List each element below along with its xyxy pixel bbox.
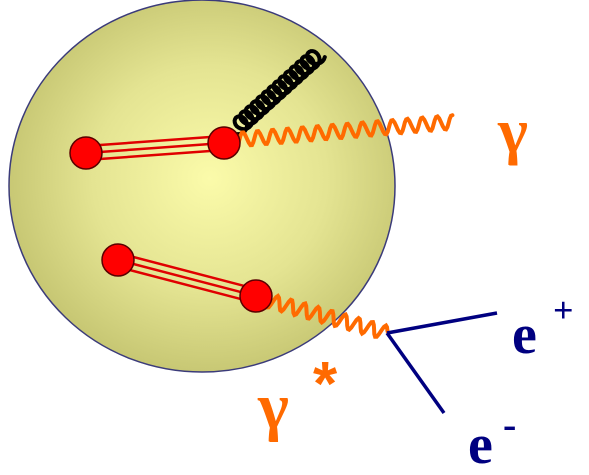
electron-label: e: [468, 414, 493, 475]
electron-charge: -: [503, 402, 516, 447]
quark-lower-right: [239, 279, 273, 313]
real-photon-wave: [230, 113, 455, 149]
real-photon-label: γ: [497, 95, 528, 166]
upper-string: [85, 134, 225, 162]
gluon-coil: [230, 49, 327, 137]
positron-line: [386, 311, 498, 335]
nucleus-sphere: [8, 0, 396, 373]
quark-upper-right: [207, 126, 241, 160]
virtual-photon-wave: [264, 293, 390, 339]
lower-string: [117, 251, 257, 305]
quark-upper-left: [69, 136, 103, 170]
virtual-photon-label: γ: [257, 370, 289, 443]
virtual-photon-star: *: [313, 350, 338, 419]
positron-charge: +: [553, 290, 574, 330]
electron-line: [385, 331, 446, 415]
quark-lower-left: [101, 243, 135, 277]
positron-label: e: [512, 304, 537, 366]
